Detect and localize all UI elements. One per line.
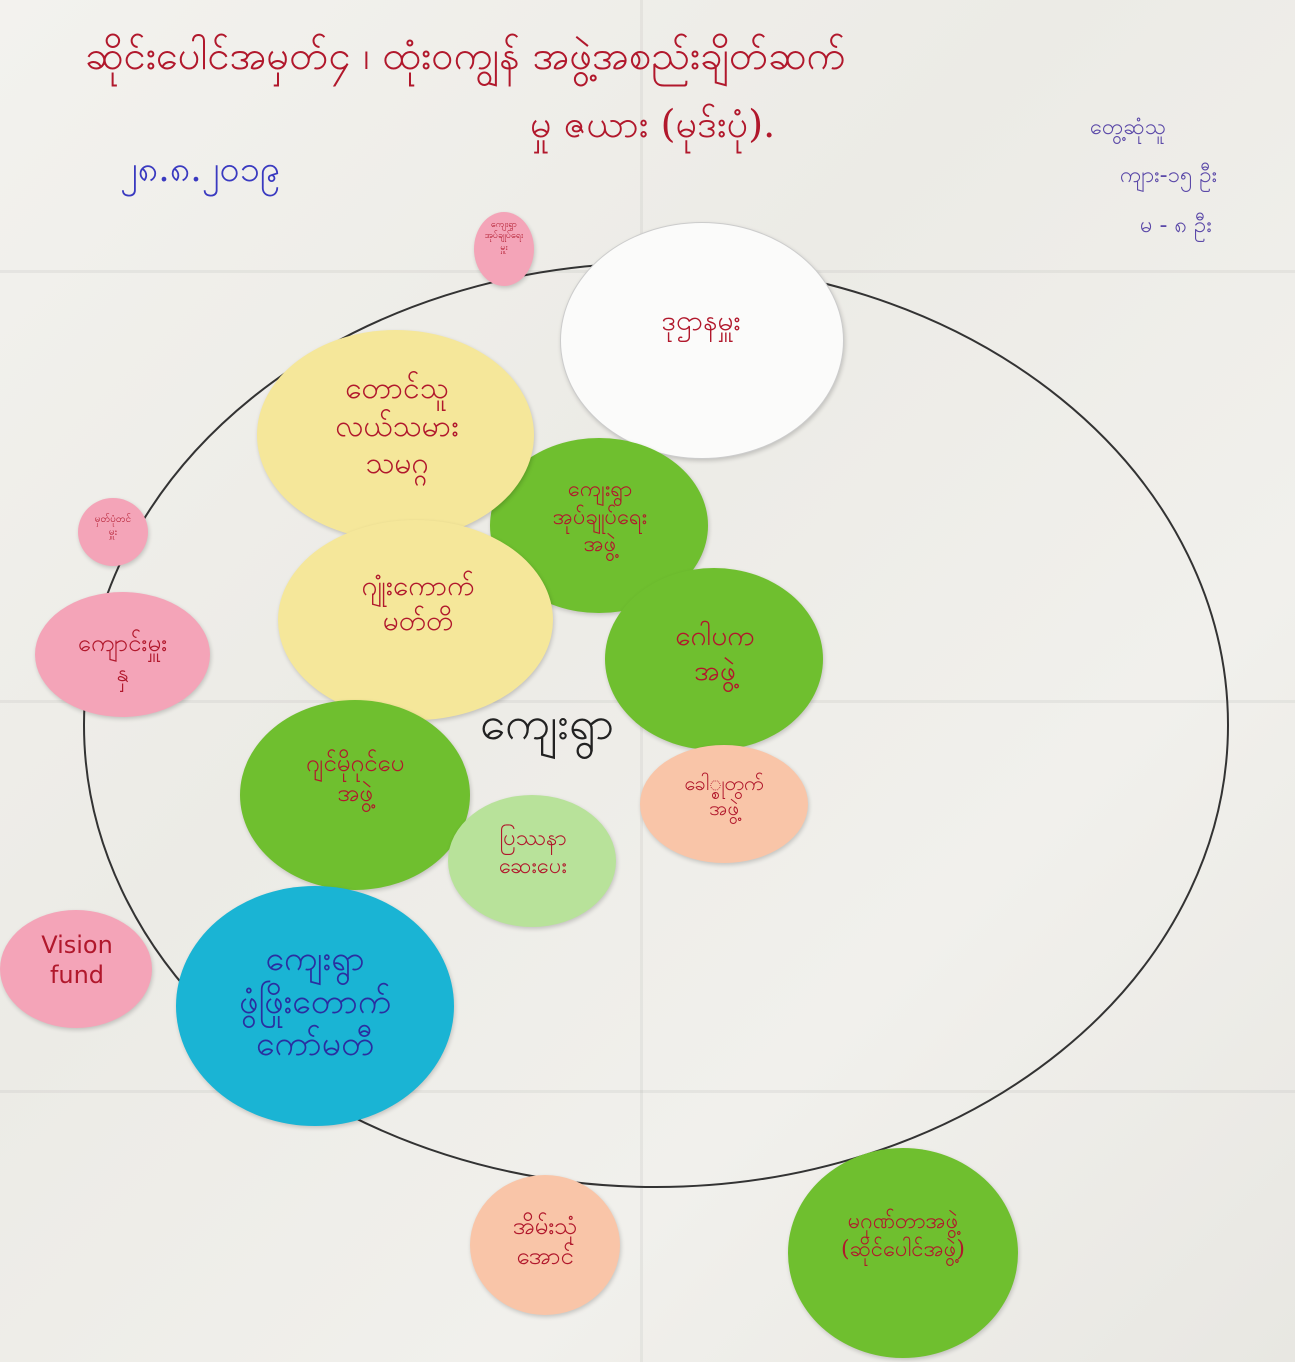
note-label: မဂုဏ်တာအဖွဲ့ (ဆိုင်ပေါင်အဖွဲ့) [841,1209,965,1262]
note-label: ကျေးရွာ ဖွံဖြိုးတောက် ကော်မတီ [238,939,391,1064]
participants-male: ကျား-၁၅ ဦး [1120,163,1218,188]
title-line-2: မှု ဇယား (မုဒ်းပုံ). [530,102,776,146]
paper-fold [0,1090,1295,1093]
note-label: ဂျုံးကောက် မတ်တိ [361,569,475,637]
note-village-development-committee: ကျေးရွာ ဖွံဖြိုးတောက် ကော်မတီ [176,886,454,1126]
participants-heading: တွေ့ဆုံသူ [1090,115,1166,140]
note-problem-medicine: ပြဿနာ ဆေးပေး [448,795,616,927]
note-label: ကျေးရွာ အုပ်ချုပ်ရေး အဖွဲ့ [552,477,648,557]
note-deputy-director: ဒုဌာနမှူး [560,222,844,459]
note-green-group-left: ဂျင်မိုဂုင်ပေ အဖွဲ့ [240,700,470,890]
note-vision-fund: Vision fund [0,910,152,1028]
note-label: ကျောင်းမှူး နှ [77,629,168,687]
center-village-label: ကျေးရွာ [480,696,615,750]
note-label: ဒုဌာနမှူး [661,304,741,337]
note-farmers-union: တောင်သူ လယ်သမား သမဂ္ဂ [257,330,534,540]
date-label: ၂၈.၈.၂၀၁၉ [120,149,281,190]
note-label: ခေါ္စုတွက် အဖွဲ့ [684,771,764,820]
note-label: မှတ်ပုံတင် မှူး [94,514,132,538]
note-label: ဂေါပက အဖွဲ့ [675,619,755,687]
note-village-admin-small: ကျေးရွာ အုပ်ချုပ်ရေး မှူး [474,212,534,286]
note-label: အိမ်းသုံ အောင် [512,1212,578,1270]
title-line-1: ဆိုင်းပေါင်အမှတ်၄ ၊ ထုံးဝကျွန် အဖွဲ့အစည်… [85,33,846,79]
note-peach-group: ခေါ္စုတွက် အဖွဲ့ [640,745,808,863]
note-committee-yellow: ဂျုံးကောက် မတ်တိ [278,520,553,720]
note-peach-bottom: အိမ်းသုံ အောင် [470,1175,620,1315]
note-school-head: ကျောင်းမှူး နှ [35,592,210,717]
note-label: Vision fund [41,931,113,989]
note-label: ဂျင်မိုဂုင်ပေ အဖွဲ့ [305,749,405,807]
note-green-bottom-right: မဂုဏ်တာအဖွဲ့ (ဆိုင်ပေါင်အဖွဲ့) [788,1148,1018,1358]
note-registrar: မှတ်ပုံတင် မှူး [78,498,148,566]
note-label: ပြဿနာ ဆေးပေး [498,826,568,879]
note-gopaka-group: ဂေါပက အဖွဲ့ [605,568,823,750]
note-label: တောင်သူ လယ်သမား သမဂ္ဂ [335,371,459,481]
note-label: ကျေးရွာ အုပ်ချုပ်ရေး မှူး [484,220,524,253]
participants-female: မ - ၈ ဦး [1140,213,1212,238]
